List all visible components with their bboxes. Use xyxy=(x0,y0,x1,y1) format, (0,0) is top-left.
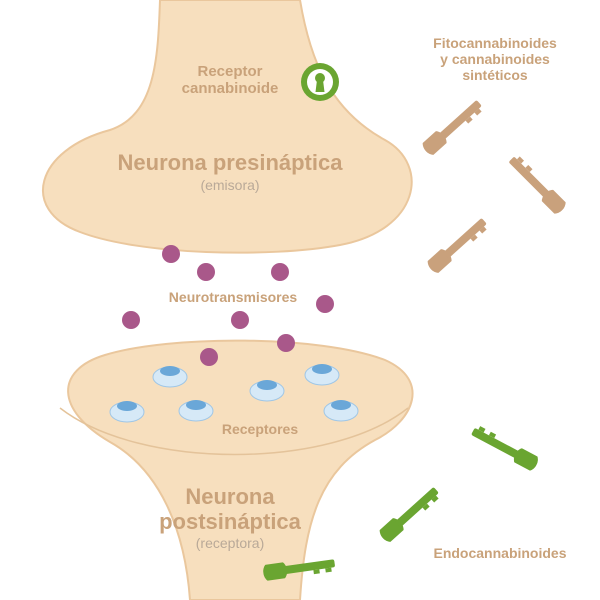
postsynaptic-membrane-line xyxy=(59,407,409,456)
key-icon xyxy=(425,211,493,276)
postsynaptic-title: Neurona postsináptica xyxy=(130,484,330,535)
receptor-label-line1: Receptor xyxy=(197,63,263,80)
presynaptic-title: Neurona presináptica xyxy=(117,150,343,175)
receptor-site xyxy=(249,380,285,402)
key-icon xyxy=(502,150,568,216)
postsynaptic-subtitle: (receptora) xyxy=(195,535,265,551)
presynaptic-neuron xyxy=(42,0,413,254)
phyto-label-line2: y cannabinoides xyxy=(440,51,550,68)
neurotransmitter-dot xyxy=(271,263,289,281)
postsynaptic-title-line2: postsináptica xyxy=(159,509,301,535)
postsynaptic-neuron xyxy=(67,339,414,600)
receptor-site xyxy=(152,366,188,388)
receptor-cannabinoide-label: Receptor cannabinoide xyxy=(150,63,310,98)
endocannabinoids-label: Endocannabinoides xyxy=(433,545,567,561)
receptor-site xyxy=(323,400,359,422)
neurotransmitter-dot xyxy=(197,263,215,281)
receptor-site xyxy=(109,401,145,423)
phytocannabinoids-label: Fitocannabinoides y cannabinoides sintét… xyxy=(405,35,585,83)
receptor-site xyxy=(178,400,214,422)
keyhole-lock-icon xyxy=(301,63,339,101)
neurotransmitter-dot xyxy=(122,311,140,329)
key-icon xyxy=(377,480,445,545)
receptor-label-line2: cannabinoide xyxy=(181,80,279,98)
postsynaptic-title-line1: Neurona xyxy=(185,484,275,509)
neurotransmitter-dot xyxy=(277,334,295,352)
receptors-label: Receptores xyxy=(221,421,299,437)
presynaptic-subtitle: (emisora) xyxy=(200,177,260,193)
key-icon xyxy=(467,420,541,473)
neurotransmitter-dot xyxy=(316,295,334,313)
neurotransmitter-dot xyxy=(162,245,180,263)
key-icon xyxy=(420,93,488,158)
phyto-label-line1: Fitocannabinoides xyxy=(433,35,557,51)
neurotransmitter-dot xyxy=(200,348,218,366)
neurotransmitters-label: Neurotransmisores xyxy=(168,289,298,305)
receptor-site xyxy=(304,364,340,386)
phyto-label-line3: sintéticos xyxy=(462,67,528,84)
neurotransmitter-dot xyxy=(231,311,249,329)
